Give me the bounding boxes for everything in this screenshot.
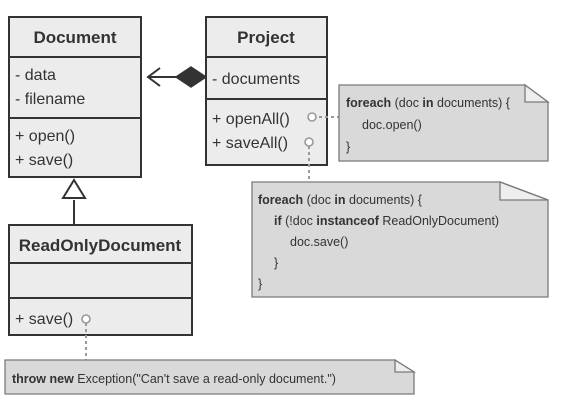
inheritance-arrowhead (61, 178, 87, 199)
note-saveall: foreach (doc in documents) { if (!doc in… (251, 137, 549, 298)
note-line: if (!doc instanceof ReadOnlyDocument) (274, 214, 499, 228)
composition-diamond (174, 66, 208, 88)
note-readonly-save: throw new Exception("Can't save a read-o… (4, 314, 417, 395)
class-title: Document (33, 28, 116, 47)
composition-edge (146, 66, 208, 88)
note-line: foreach (doc in documents) { (258, 193, 422, 207)
note-line: } (274, 256, 278, 270)
note-line: foreach (doc in documents) { (346, 96, 510, 110)
method: + openAll() (212, 111, 290, 128)
class-document[interactable]: Document - data - filename + open() + sa… (8, 16, 142, 178)
method: + save() (15, 152, 73, 169)
field: - documents (212, 71, 300, 88)
note-line: throw new Exception("Can't save a read-o… (12, 372, 336, 386)
connector-pin (304, 137, 314, 147)
field: - filename (15, 91, 85, 108)
field: - data (15, 67, 56, 84)
note-line: } (258, 277, 262, 291)
note-line: } (346, 140, 350, 154)
method: + save() (15, 311, 73, 328)
inheritance-edge (61, 178, 87, 225)
method: + saveAll() (212, 135, 288, 152)
note-openall: foreach (doc in documents) { doc.open() … (307, 83, 550, 162)
class-title: Project (237, 28, 295, 47)
note-line: doc.save() (290, 235, 348, 249)
connector-pin (307, 112, 317, 122)
class-title: ReadOnlyDocument (19, 236, 182, 255)
connector-pin (81, 314, 91, 324)
method: + open() (15, 128, 75, 145)
note-line: doc.open() (362, 118, 422, 132)
class-readonly-document[interactable]: ReadOnlyDocument + save() (8, 224, 193, 336)
